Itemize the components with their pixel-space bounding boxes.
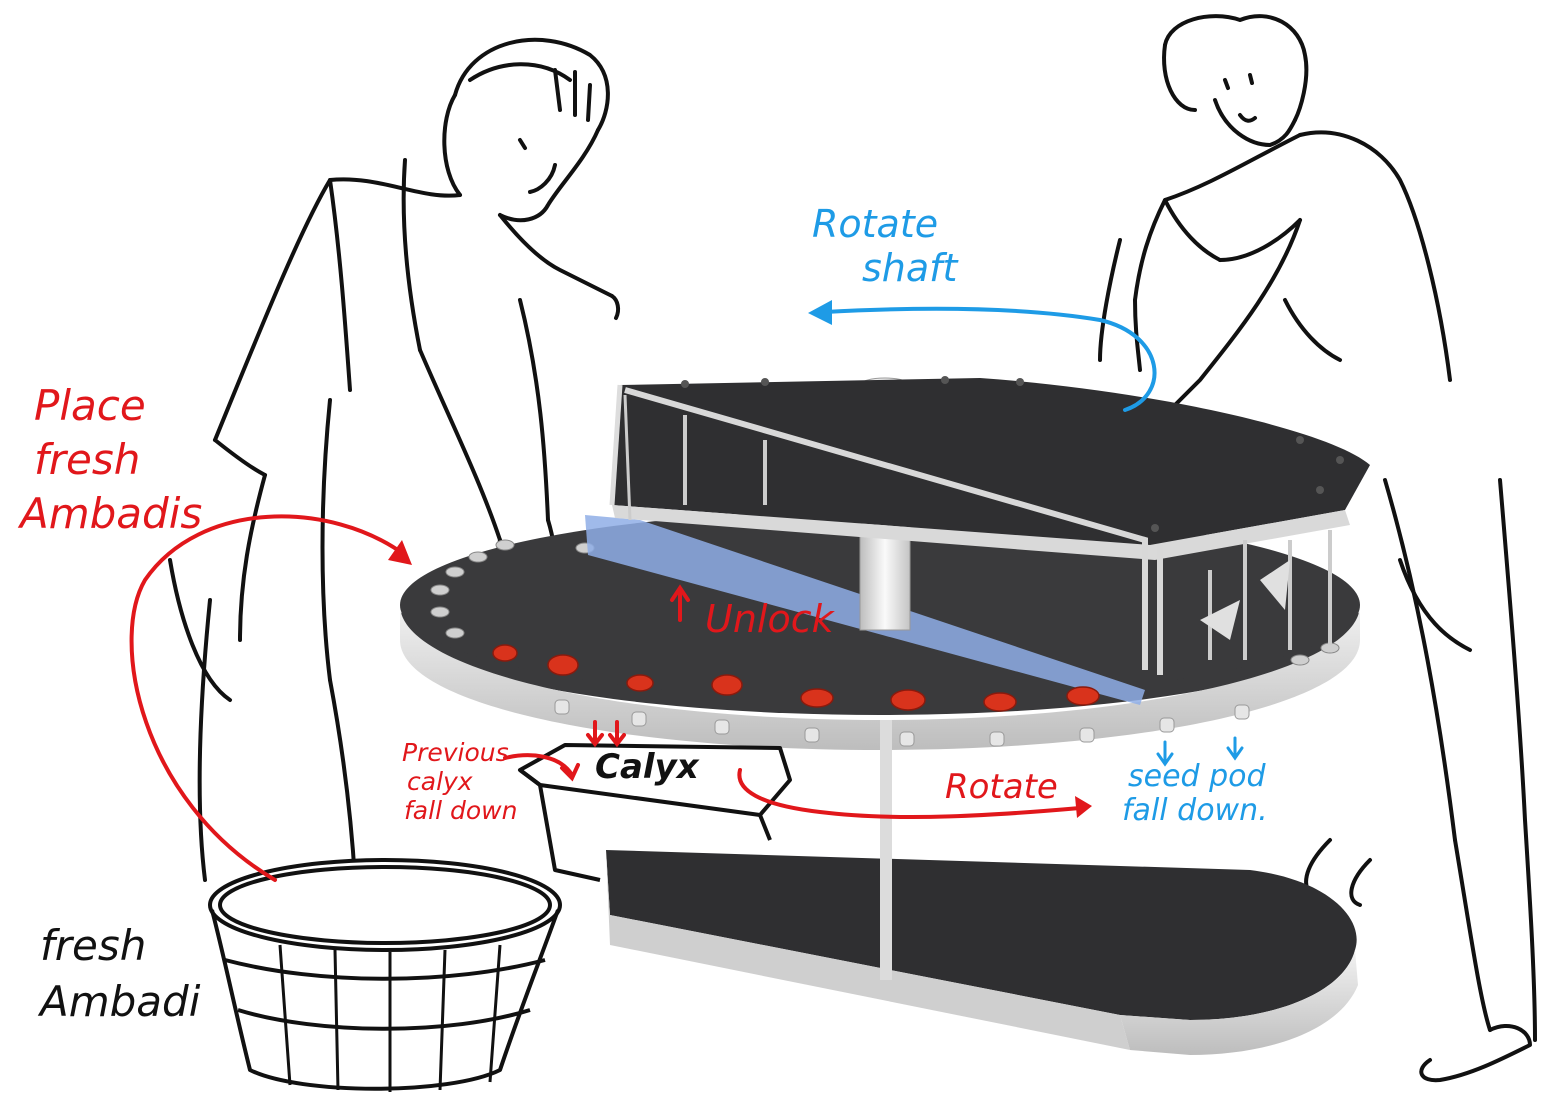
seed-line2: fall down.	[1122, 796, 1268, 826]
rotate-label: Rotate	[945, 770, 1058, 804]
previous-line2: calyx	[407, 769, 517, 794]
place-fresh-line3: Ambadis	[20, 493, 202, 535]
seed-pod-label: seed pod fall down.	[1122, 762, 1268, 826]
previous-line3: fall down	[404, 798, 517, 823]
previous-line1: Previous	[402, 740, 517, 765]
unlock-label: Unlock	[705, 600, 834, 638]
fresh-line1: fresh	[40, 925, 200, 967]
fresh-line2: Ambadi	[40, 981, 200, 1023]
rotate-shaft-line1: Rotate	[812, 205, 957, 243]
place-fresh-line2: fresh	[34, 439, 202, 481]
seed-line1: seed pod	[1128, 762, 1268, 792]
rotate-shaft-label: Rotate shaft	[812, 205, 957, 287]
calyx-label: Calyx	[595, 750, 699, 784]
bottom-plate	[606, 850, 1358, 1055]
place-fresh-label: Place fresh Ambadis	[34, 385, 202, 535]
place-fresh-line1: Place	[34, 385, 202, 427]
previous-calyx-label: Previous calyx fall down	[402, 740, 517, 823]
basket-icon	[210, 860, 560, 1092]
fresh-ambadi-label: fresh Ambadi	[40, 925, 200, 1023]
rotate-shaft-line2: shaft	[862, 249, 957, 287]
